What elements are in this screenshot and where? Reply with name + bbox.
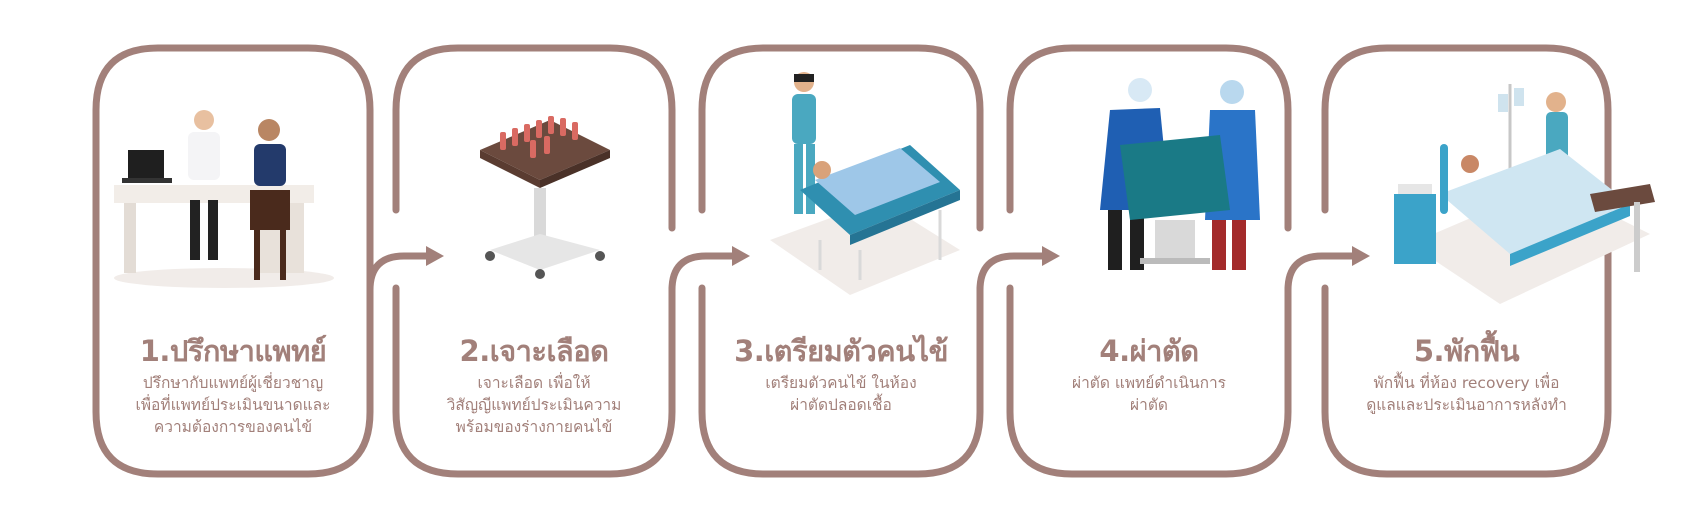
step-1-description: ปรึกษากับแพทย์ผู้เชี่ยวชาญ เพื่อที่แพทย์… — [96, 372, 370, 438]
step-1-desc-line: ปรึกษากับแพทย์ผู้เชี่ยวชาญ — [142, 374, 324, 392]
step-4-desc-line: ผ่าตัด — [1130, 396, 1168, 414]
step-2-desc-line: เจาะเลือด เพื่อให้ — [477, 374, 591, 392]
step-5-desc-line: พักฟื้น ที่ห้อง recovery เพื่อ — [1373, 374, 1560, 392]
frame-step-4 — [1006, 44, 1292, 478]
blood-sample-tray-icon — [480, 116, 610, 279]
surgery-icon — [1100, 78, 1260, 270]
step-1-desc-line: เพื่อที่แพทย์ประเมินขนาดและ — [135, 396, 331, 414]
step-5-desc-line: ดูแลและประเมินอาการหลังทำ — [1366, 396, 1567, 414]
arrow-head-2 — [732, 246, 750, 266]
frame-step-3 — [698, 44, 984, 478]
recovery-bed-icon — [1394, 84, 1655, 304]
step-2-title: 2.เจาะเลือด — [459, 334, 609, 368]
arrow-head-1 — [426, 246, 444, 266]
step-3-desc-line: ผ่าตัดปลอดเชื้อ — [790, 396, 892, 414]
step-1-title: 1.ปรึกษาแพทย์ — [139, 334, 327, 368]
patient-stretcher-icon — [770, 72, 960, 295]
step-4-description: ผ่าตัด แพทย์ดำเนินการ ผ่าตัด — [1010, 372, 1288, 416]
step-4-desc-line: ผ่าตัด แพทย์ดำเนินการ — [1071, 374, 1227, 392]
arrow-head-4 — [1352, 246, 1370, 266]
step-2-desc-line: พร้อมของร่างกายคนไข้ — [455, 418, 613, 436]
step-1-desc-line: ความต้องการของคนไข้ — [153, 418, 313, 436]
step-2-description: เจาะเลือด เพื่อให้ วิสัญญีแพทย์ประเมินคว… — [396, 372, 672, 438]
frame-step-1 — [92, 44, 374, 478]
step-3-desc-line: เตรียมตัวคนไข้ ในห้อง — [765, 374, 917, 392]
step-3-title: 3.เตรียมตัวคนไข้ — [734, 334, 948, 368]
frame-step-5 — [1321, 44, 1612, 478]
step-4-title: 4.ผ่าตัด — [1099, 334, 1199, 368]
step-5-title: 5.พักฟื้น — [1413, 334, 1520, 368]
connector-2-3 — [668, 252, 740, 292]
step-5-description: พักฟื้น ที่ห้อง recovery เพื่อ ดูแลและปร… — [1325, 372, 1608, 416]
doctor-consultation-icon — [114, 110, 334, 288]
step-3-description: เตรียมตัวคนไข้ ในห้อง ผ่าตัดปลอดเชื้อ — [702, 372, 980, 416]
connector-3-4 — [976, 252, 1050, 292]
connector-4-5 — [1284, 252, 1360, 292]
step-2-desc-line: วิสัญญีแพทย์ประเมินความ — [446, 396, 622, 414]
frame-step-2 — [392, 44, 676, 478]
arrow-head-3 — [1042, 246, 1060, 266]
connector-1-2 — [366, 252, 434, 292]
